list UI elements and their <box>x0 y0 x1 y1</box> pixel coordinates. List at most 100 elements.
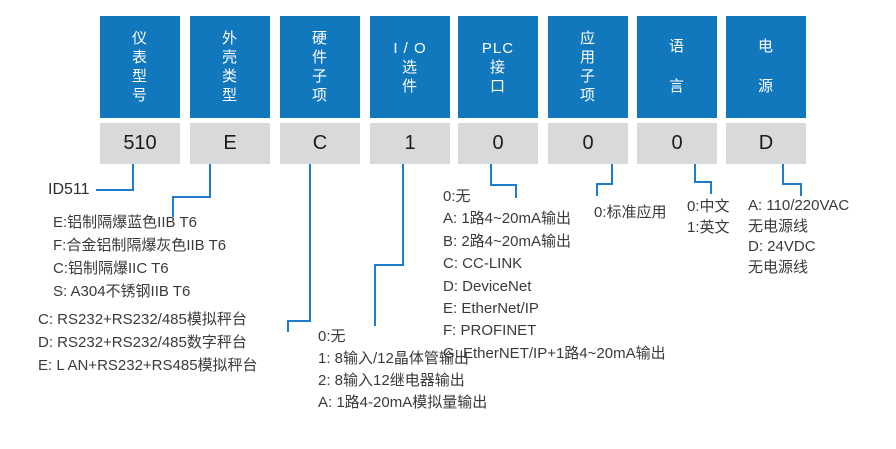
code-box-language: 0 <box>637 123 717 164</box>
label-char: 件 <box>401 77 418 95</box>
label-char: 口 <box>489 77 506 95</box>
option-row: C: CC-LINK <box>443 255 523 273</box>
connector-application-subitem <box>596 183 598 196</box>
code-box-power-supply: D <box>726 123 806 164</box>
connector-power-supply <box>782 183 802 185</box>
label-char: 型 <box>221 87 238 104</box>
field-label-box-housing-type: 外 壳 类 型 <box>190 16 270 118</box>
label-char: 外 <box>221 30 238 47</box>
option-row: D: RS232+RS232/485数字秤台 <box>38 334 247 351</box>
connector-housing-type <box>172 196 174 217</box>
field-label-power-supply: 电 源 <box>758 27 774 107</box>
label-char: 硬 <box>311 30 328 47</box>
connector-housing-type <box>209 164 211 198</box>
field-label-box-application-subitem: 应 用 子 项 <box>548 16 628 118</box>
column-hardware-subitem: 硬 件 子 项 C <box>280 16 360 164</box>
field-label-box-io-option: I / O 选 件 <box>370 16 450 118</box>
option-row: E: EtherNet/IP <box>443 300 539 318</box>
label-char: 型 <box>131 68 148 85</box>
column-power-supply: 电 源 D <box>726 16 806 164</box>
option-row: C: RS232+RS232/485模拟秤台 <box>38 311 247 328</box>
code-value: 0 <box>582 132 594 154</box>
field-label-box-language: 语 言 <box>637 16 717 118</box>
connector-io-option <box>374 264 376 326</box>
label-char: 选 <box>401 58 418 76</box>
field-label-housing-type: 外 壳 类 型 <box>222 29 238 105</box>
label-char: I / O <box>393 39 427 57</box>
option-row: 0:无 <box>318 328 346 345</box>
connector-application-subitem <box>611 164 613 185</box>
field-label-language: 语 言 <box>669 27 685 107</box>
label-char: 仪 <box>131 30 148 47</box>
field-label-plc-interface: PLC 接 口 <box>482 39 514 96</box>
connector-language <box>710 181 712 194</box>
field-label-box-power-supply: 电 源 <box>726 16 806 118</box>
label-char: 项 <box>579 87 596 104</box>
code-value: 0 <box>492 132 504 154</box>
option-row: D: 24VDC <box>748 238 816 255</box>
option-row: G: EtherNET/IP+1路4~20mA输出 <box>443 344 666 362</box>
option-row: C:铝制隔爆IIC T6 <box>53 260 169 277</box>
connector-io-option <box>402 164 404 266</box>
label-char: 子 <box>579 68 596 85</box>
code-value: D <box>758 132 774 154</box>
label-char: 用 <box>579 49 596 66</box>
option-row: 0:无 <box>443 188 471 205</box>
options-power-supply: A: 110/220VAC 无电源线 D: 24VDC 无电源线 <box>748 196 849 278</box>
option-row: 无电源线 <box>748 217 809 235</box>
label-char: 子 <box>311 68 328 85</box>
column-language: 语 言 0 <box>637 16 717 164</box>
label-char: 壳 <box>221 49 238 66</box>
connector-hardware-subitem <box>287 320 289 332</box>
code-box-plc-interface: 0 <box>458 123 538 164</box>
connector-application-subitem <box>596 183 613 185</box>
field-label-io-option: I / O 选 件 <box>393 39 426 96</box>
label-char: PLC <box>481 39 515 57</box>
model-id-label: ID511 <box>48 181 90 198</box>
code-box-application-subitem: 0 <box>548 123 628 164</box>
label-char: 应 <box>579 30 596 47</box>
option-row: 0:标准应用 <box>594 204 667 221</box>
options-language: 0:中文 1:英文 <box>687 196 730 238</box>
label-char: 件 <box>311 49 328 66</box>
option-row: F: PROFINET <box>443 322 537 340</box>
label-char: 表 <box>131 49 148 66</box>
option-row: B: 2路4~20mA输出 <box>443 232 571 250</box>
field-label-box-hardware-subitem: 硬 件 子 项 <box>280 16 360 118</box>
option-row: A: 1路4-20mA模拟量输出 <box>318 394 488 411</box>
column-plc-interface: PLC 接 口 0 <box>458 16 538 164</box>
column-application-subitem: 应 用 子 项 0 <box>548 16 628 164</box>
option-row: 2: 8输入12继电器输出 <box>318 372 465 389</box>
label-char: 源 <box>757 78 774 95</box>
field-label-hardware-subitem: 硬 件 子 项 <box>312 29 328 105</box>
options-hardware-subitem: C: RS232+RS232/485模拟秤台 D: RS232+RS232/48… <box>38 308 258 377</box>
connector-language <box>694 181 712 183</box>
label-char: 言 <box>668 78 685 95</box>
column-housing-type: 外 壳 类 型 E <box>190 16 270 164</box>
option-row: A: 110/220VAC <box>748 197 850 214</box>
option-row: A: 1路4~20mA输出 <box>443 210 571 228</box>
code-box-io-option: 1 <box>370 123 450 164</box>
options-io-option: 0:无 1: 8输入/12晶体管输出 2: 8输入12继电器输出 A: 1路4-… <box>318 326 487 414</box>
options-application-subitem: 0:标准应用 <box>594 202 667 224</box>
option-row: E: L AN+RS232+RS485模拟秤台 <box>38 357 258 374</box>
options-plc-interface: 0:无 A: 1路4~20mA输出 B: 2路4~20mA输出 C: CC-LI… <box>443 186 666 365</box>
label-char: 类 <box>221 68 238 85</box>
connector-plc-interface <box>490 164 492 186</box>
connector-instrument-model <box>132 164 134 191</box>
connector-hardware-subitem <box>309 164 311 322</box>
code-value: 0 <box>671 132 683 154</box>
connector-plc-interface <box>515 184 517 198</box>
code-box-hardware-subitem: C <box>280 123 360 164</box>
connector-io-option <box>374 264 404 266</box>
connector-power-supply <box>782 164 784 185</box>
code-value: 510 <box>123 132 157 154</box>
label-char: 电 <box>757 38 774 55</box>
code-box-instrument-model: 510 <box>100 123 180 164</box>
label-char: 项 <box>311 87 328 104</box>
option-row: 无电源线 <box>748 258 809 276</box>
option-row: 0:中文 <box>687 198 730 215</box>
label-char: 接 <box>489 58 506 76</box>
field-label-instrument-model: 仪 表 型 号 <box>132 29 148 105</box>
option-row: 1: 8输入/12晶体管输出 <box>318 350 469 367</box>
